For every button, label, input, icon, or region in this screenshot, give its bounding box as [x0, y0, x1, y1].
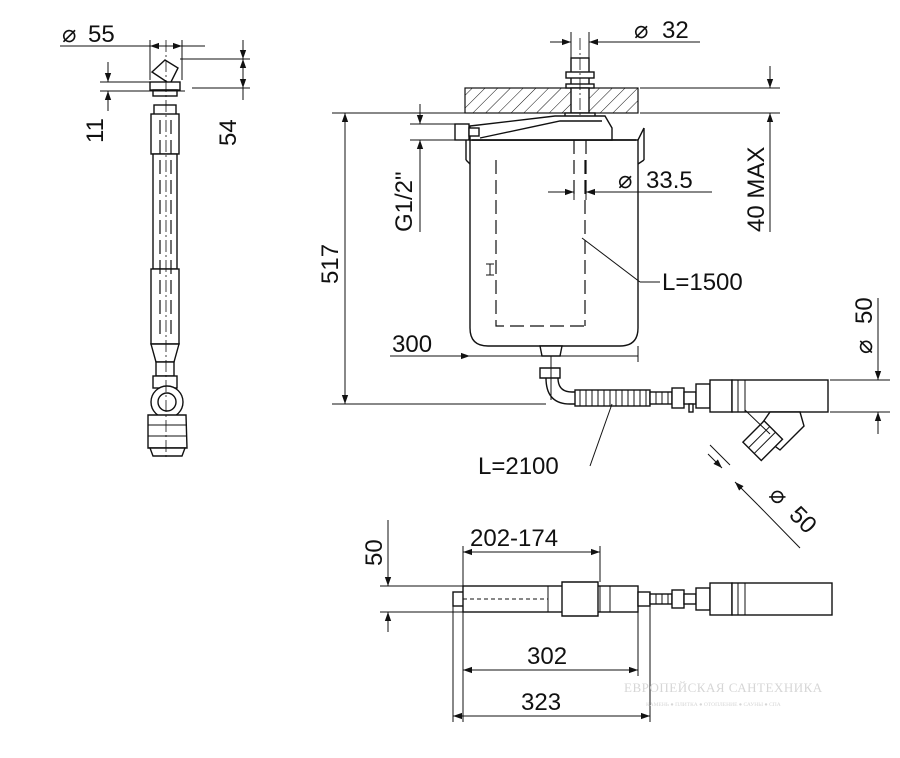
front-view-dimensions: ⌀ 32 40 MAX ⌀ 33.5 G1/2" 517 L=1500 [317, 17, 890, 549]
dim-50-plan: 50 [361, 539, 388, 566]
watermark-brand: ЕВРОПЕЙСКАЯ САНТЕХНИКА [624, 680, 823, 695]
dim-54: 54 [215, 119, 242, 146]
dim-202-174: 202-174 [470, 525, 558, 552]
watermark: ЕВРОПЕЙСКАЯ САНТЕХНИКА КАМЕНЬ ● ПЛИТКА ●… [624, 680, 823, 708]
plan-view [452, 581, 833, 617]
front-view [454, 38, 829, 462]
dim-l-1500: L=1500 [662, 269, 743, 296]
dim-l-2100: L=2100 [478, 453, 559, 480]
dim-diameter-50-branch-symbol: ⌀ [764, 481, 793, 510]
dim-517: 517 [317, 244, 344, 284]
dim-300: 300 [392, 331, 432, 358]
dim-diameter-55: 55 [88, 21, 115, 48]
ceiling-slab [464, 87, 639, 114]
dim-40-max: 40 MAX [743, 147, 770, 232]
side-view-dimensions: ⌀ 55 11 54 [60, 21, 250, 146]
side-view [145, 40, 188, 460]
dim-diameter-50-top: 50 [851, 297, 878, 324]
dim-diameter-50-branch: 50 [784, 501, 822, 539]
dim-g-1-2: G1/2" [391, 171, 418, 232]
dim-diameter-32: 32 [662, 17, 689, 44]
dim-diameter-50-top-symbol: ⌀ [851, 340, 878, 354]
dim-302: 302 [527, 643, 567, 670]
dim-11: 11 [82, 118, 109, 143]
plan-view-dimensions: 50 202-174 302 323 [361, 520, 651, 722]
dim-diameter-33-5: 33.5 [646, 167, 693, 194]
dim-diameter-33-5-symbol: ⌀ [618, 167, 632, 194]
watermark-tagline: КАМЕНЬ ● ПЛИТКА ● ОТОПЛЕНИЕ ● САУНЫ ● СП… [646, 702, 781, 708]
dim-323: 323 [521, 689, 561, 716]
cistern-tank [469, 139, 639, 347]
dim-diameter-55-symbol: ⌀ [62, 21, 76, 48]
dim-diameter-32-symbol: ⌀ [634, 17, 648, 44]
